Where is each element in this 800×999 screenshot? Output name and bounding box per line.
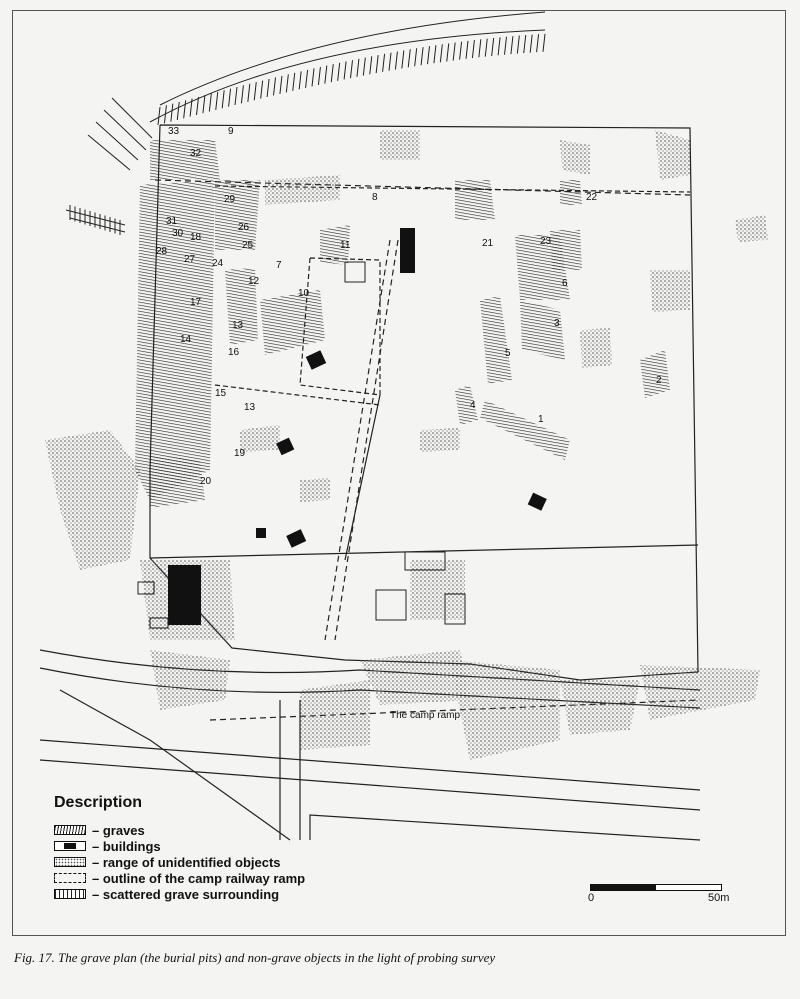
legend-item-railway: – outline of the camp railway ramp (54, 870, 374, 886)
grave-number-31: 31 (166, 216, 178, 227)
grave-number-11: 11 (340, 240, 351, 251)
building-a (305, 350, 327, 370)
scale-end: 50m (708, 892, 730, 904)
graves-swatch (54, 825, 86, 835)
grave-1 (480, 400, 570, 460)
grave-number-13: 13 (232, 320, 244, 331)
legend-item-buildings: – buildings (54, 838, 374, 854)
grave-number-2: 2 (656, 375, 662, 386)
grave-number-29: 29 (224, 194, 236, 205)
grave-number-14: 14 (180, 334, 192, 345)
grave-number-8: 8 (372, 192, 378, 203)
grave-north-c (455, 180, 495, 220)
grave-number-18: 18 (190, 232, 202, 243)
railway-swatch (54, 873, 86, 883)
grave-number-32: 32 (190, 148, 202, 159)
grave-number-9: 9 (228, 126, 234, 137)
grave-5 (480, 296, 512, 384)
building-outlines (137, 261, 466, 629)
grave-north-b (215, 180, 260, 250)
figure-caption: Fig. 17. The grave plan (the burial pits… (14, 950, 496, 965)
grave-number-16: 16 (228, 347, 240, 358)
legend-item-objects: – range of unidentified objects (54, 854, 374, 870)
grave-number-4: 4 (470, 400, 476, 411)
grave-number-7: 7 (276, 260, 282, 271)
grave-23 (550, 230, 582, 270)
scale-bar-graphic (590, 884, 722, 891)
scale-start: 0 (588, 892, 595, 904)
grave-number-24: 24 (212, 258, 224, 269)
building-d (527, 492, 547, 511)
unidentified-objects-layer (45, 130, 768, 760)
grave-number-6: 6 (562, 278, 568, 289)
legend: Description – graves – buildings – range… (54, 794, 374, 902)
grave-number-20: 20 (200, 476, 212, 487)
grave-number-33: 33 (168, 126, 180, 137)
objects-swatch (54, 857, 86, 867)
grave-number-19: 19 (234, 448, 246, 459)
grave-number-5: 5 (505, 348, 511, 359)
grave-sw (150, 455, 205, 508)
scale-bar: 0 50m (588, 882, 738, 908)
legend-label-buildings: – buildings (92, 838, 161, 854)
figure-frame (12, 10, 786, 936)
scattered-swatch (54, 889, 86, 899)
grave-3 (520, 300, 565, 360)
grave-number-28: 28 (156, 246, 168, 257)
legend-title: Description (54, 794, 143, 811)
ramp-label: The camp ramp (390, 710, 460, 721)
graves-layer (135, 140, 670, 508)
grave-22 (560, 180, 582, 205)
grave-west (135, 180, 215, 500)
legend-label-objects: – range of unidentified objects (92, 854, 281, 870)
building-e (256, 528, 266, 538)
buildings-layer (168, 228, 547, 625)
legend-item-graves: – graves (54, 822, 374, 838)
grave-11 (320, 225, 350, 265)
grave-number-13: 13 (244, 402, 256, 413)
grave-number-22: 22 (586, 192, 598, 203)
grave-number-17: 17 (190, 297, 202, 308)
building-b (276, 437, 295, 456)
grave-plan-map: 1234567891011121313141516171819202122232… (39, 11, 768, 841)
building-north (400, 228, 415, 273)
building-c (286, 529, 307, 548)
grave-number-1: 1 (538, 414, 544, 425)
scattered-grave-surrounding (65, 11, 546, 235)
legend-label-graves: – graves (92, 822, 145, 838)
legend-label-railway: – outline of the camp railway ramp (92, 870, 306, 886)
buildings-swatch (54, 841, 86, 851)
grave-12 (225, 268, 258, 345)
grave-number-25: 25 (242, 240, 254, 251)
grave-number-10: 10 (298, 288, 310, 299)
building-large (168, 565, 201, 625)
grave-number-27: 27 (184, 254, 196, 265)
grave-number-3: 3 (554, 318, 560, 329)
grave-number-30: 30 (172, 228, 184, 239)
grave-number-21: 21 (482, 238, 494, 249)
legend-label-scattered: – scattered grave surrounding (92, 886, 280, 902)
grave-2 (640, 350, 670, 398)
grave-number-12: 12 (248, 276, 260, 287)
grave-north-a (150, 140, 220, 180)
grave-number-23: 23 (540, 236, 552, 247)
grave-4 (455, 385, 478, 425)
grave-number-labels: 1234567891011121313141516171819202122232… (156, 126, 662, 487)
legend-item-scattered: – scattered grave surrounding (54, 886, 374, 902)
grave-10 (260, 290, 325, 355)
grave-number-26: 26 (238, 222, 250, 233)
grave-number-15: 15 (215, 388, 227, 399)
